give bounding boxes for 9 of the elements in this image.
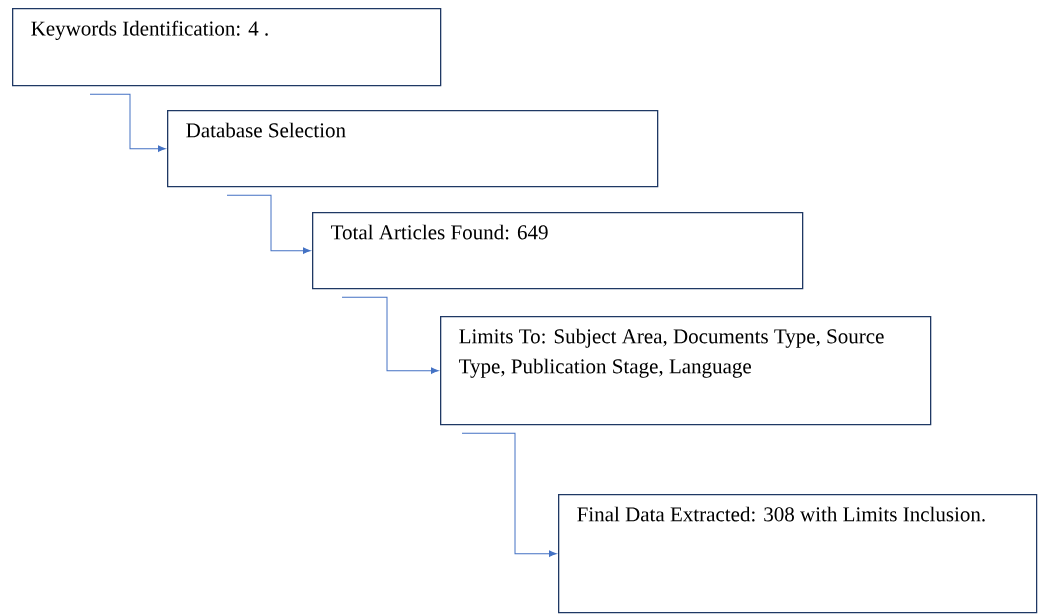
connector-arrow: [461, 432, 557, 557]
connector-arrow: [226, 194, 311, 254]
connector-arrow: [341, 296, 439, 374]
connector-arrow: [89, 93, 166, 152]
process-box: Keywords Identification: 4 .: [12, 8, 442, 87]
process-box: Database Selection: [167, 110, 659, 188]
process-box: Limits To: Subject Area, Documents Type, Source Type, Publication Stage, Language: [440, 316, 932, 426]
process-box: Total Articles Found: 649: [312, 212, 804, 290]
process-box: Final Data Extracted: 308 with Limits Inclusion.: [558, 494, 1038, 614]
